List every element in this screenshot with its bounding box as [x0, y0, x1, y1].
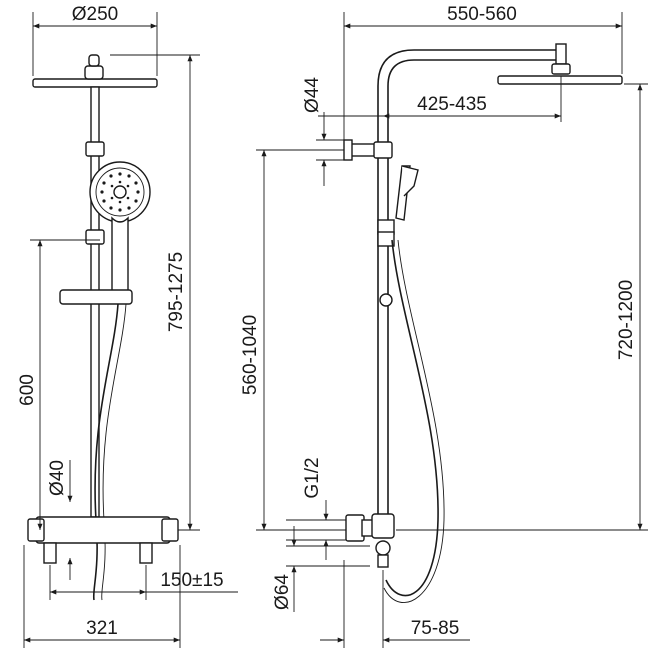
dim-thread: G1/2	[286, 457, 346, 560]
side-view	[343, 43, 623, 603]
thermostat-mixer	[27, 516, 179, 564]
riser-column	[377, 49, 566, 530]
dim-column-height-front: 795-1275	[110, 54, 200, 531]
dim-column-height-side-label: 560-1040	[240, 315, 261, 395]
dim-thread-label: G1/2	[302, 457, 323, 498]
dim-arm-diameter: Ø44	[302, 77, 344, 186]
dim-arm-reach-label: 425-435	[417, 94, 487, 115]
dim-pipe-diameter: Ø40	[47, 460, 73, 580]
hand-shower-icon	[89, 161, 151, 294]
shower-hose	[92, 303, 119, 601]
dim-head-height-side-label: 720-1200	[616, 280, 637, 360]
dim-centers-label: 150±15	[160, 570, 223, 591]
dim-slider-height: 600	[17, 239, 100, 530]
thermostat-side	[345, 514, 365, 542]
slider-holder	[85, 229, 105, 245]
dim-head-height-side: 720-1200	[396, 83, 648, 531]
rain-shower-head-icon	[32, 54, 158, 88]
dim-arm-diameter-label: Ø44	[302, 77, 323, 113]
soap-holder-side	[377, 231, 395, 247]
dim-overall-width-side: 550-560	[343, 4, 623, 140]
dim-overall-width-side-label: 550-560	[447, 4, 517, 25]
rain-shower-head-side-icon	[497, 75, 623, 85]
dim-arm-reach: 425-435	[318, 76, 562, 122]
dim-wall-offset-label: 75-85	[411, 618, 460, 639]
hand-shower-side-icon	[395, 165, 419, 221]
shower-hose-side	[385, 239, 439, 597]
soap-holder	[59, 289, 133, 305]
front-view	[27, 54, 179, 601]
riser-bracket	[85, 141, 105, 157]
dim-column-height-side: 560-1040	[240, 149, 346, 531]
dim-head-diameter: Ø250	[32, 4, 158, 76]
dim-escutcheon-diameter: Ø64	[272, 526, 370, 612]
dim-wall-offset: 75-85	[320, 560, 470, 648]
dim-column-height-front-label: 795-1275	[166, 252, 187, 332]
dim-thermostat-width: 321	[23, 545, 181, 648]
dim-head-diameter-label: Ø250	[72, 4, 118, 25]
dim-slider-height-label: 600	[17, 374, 38, 406]
dim-thermostat-width-label: 321	[86, 618, 118, 639]
dim-escutcheon-diameter-label: Ø64	[272, 574, 293, 610]
dim-centers: 150±15	[49, 565, 238, 600]
dim-pipe-diameter-label: Ø40	[47, 460, 68, 496]
